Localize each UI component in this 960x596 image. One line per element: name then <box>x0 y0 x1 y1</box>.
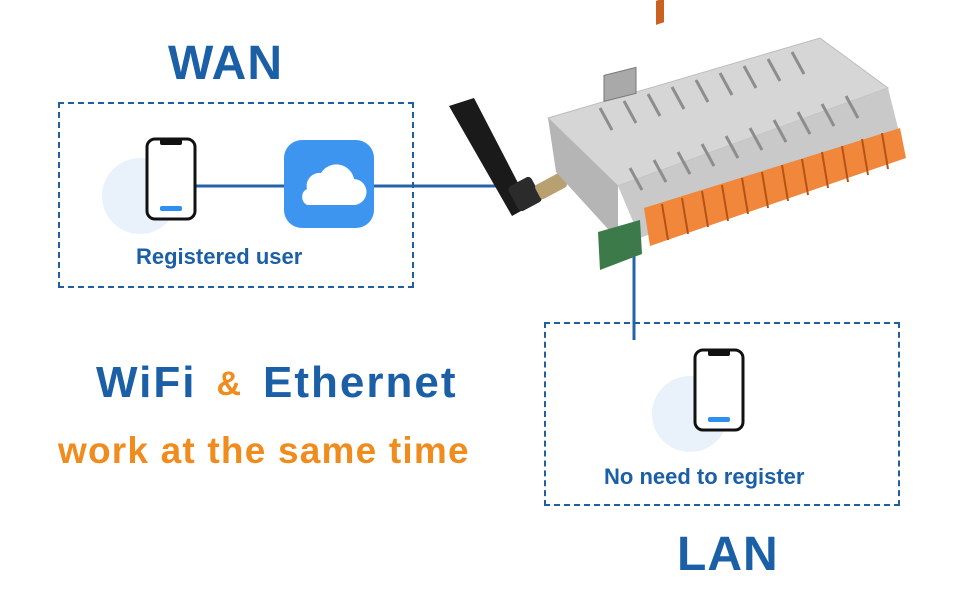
headline-ethernet: Ethernet <box>263 358 458 407</box>
lan-title: LAN <box>677 528 779 581</box>
wan-phone-icon <box>102 137 197 234</box>
wan-user-caption: Registered user <box>136 244 303 269</box>
lan-user-caption: No need to register <box>604 464 805 489</box>
headline: WiFi&Ethernet <box>96 358 458 408</box>
wan-title: WAN <box>168 37 283 90</box>
cloud-icon <box>284 140 374 228</box>
headline-wifi: WiFi <box>96 358 197 407</box>
lan-phone-icon <box>652 348 745 452</box>
relay-device-image <box>449 0 906 270</box>
lan-group-box <box>544 322 900 506</box>
headline-ampersand: & <box>216 365 244 403</box>
antenna <box>449 98 567 216</box>
wan-group-box <box>58 102 414 288</box>
headline-subtitle: work at the same time <box>58 430 470 471</box>
